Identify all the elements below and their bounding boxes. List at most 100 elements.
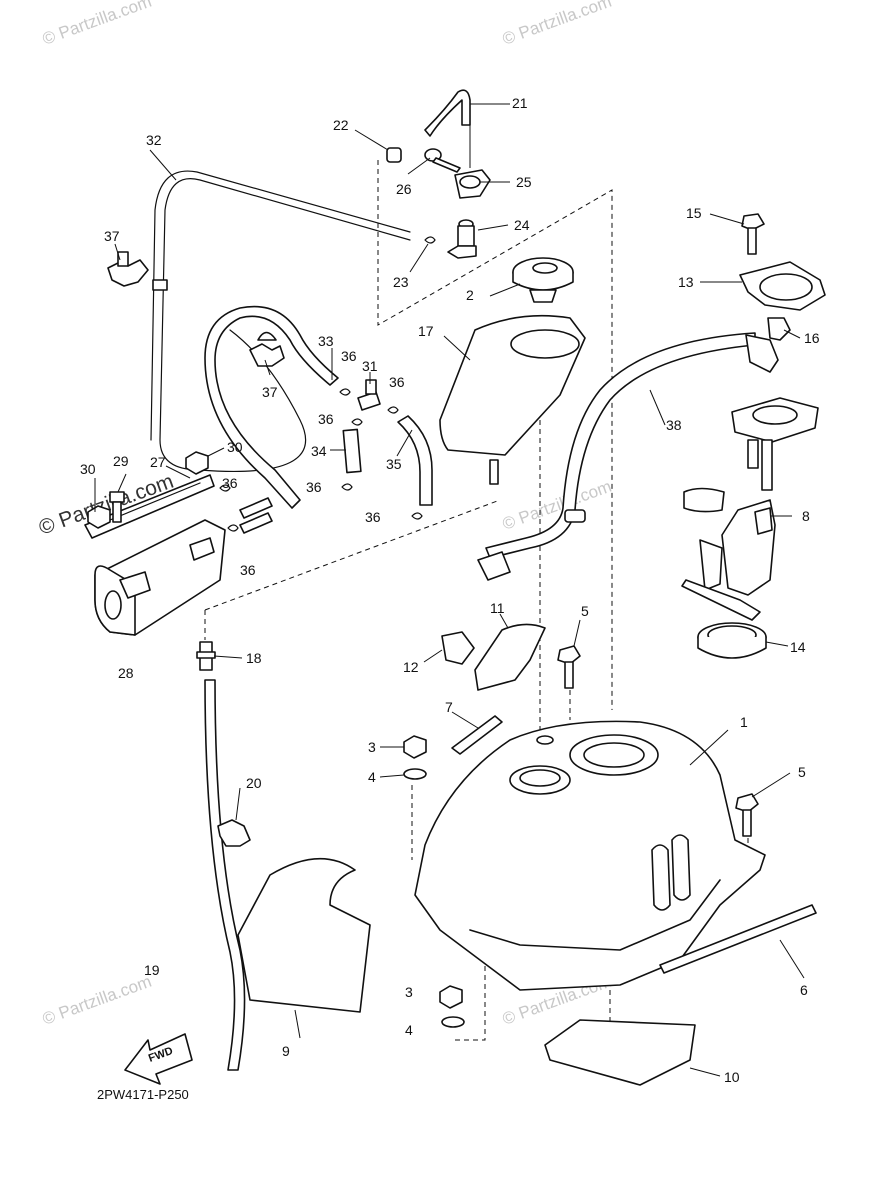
- bolt-29: [109, 491, 125, 523]
- callout-1: 1: [740, 714, 748, 730]
- callout-23: 23: [393, 274, 409, 290]
- callout-36: 36: [222, 475, 238, 491]
- callout-36: 36: [365, 509, 381, 525]
- vent-hose-32: [159, 178, 411, 473]
- hose-34: [342, 428, 362, 474]
- fitting-18: [196, 641, 216, 671]
- fuel-pump-8: [681, 397, 819, 621]
- strip-6: [659, 904, 817, 974]
- callout-35: 35: [386, 456, 402, 472]
- nut-3-lower: [439, 985, 463, 1009]
- pad-10: [544, 1019, 696, 1086]
- bolt-5-right: [735, 793, 759, 837]
- clip-16: [767, 317, 791, 341]
- callout-26: 26: [396, 181, 412, 197]
- hose-21: [424, 89, 471, 137]
- callout-24: 24: [514, 217, 530, 233]
- valve-24: [447, 219, 477, 259]
- watermark: © Partzilla.com: [40, 0, 154, 49]
- fuel-cap-2: [512, 257, 574, 303]
- leader-lines: [94, 103, 805, 1077]
- callouts: 1 2 3 3 4 4 5 5 6 7 8 9 10 11 12 13 14 1…: [80, 95, 820, 1085]
- callout-32: 32: [146, 132, 162, 148]
- bolt-15: [741, 213, 765, 255]
- callout-9: 9: [282, 1043, 290, 1059]
- callout-3: 3: [368, 739, 376, 755]
- drain-hose-19: [204, 679, 246, 1071]
- callout-34: 34: [311, 443, 327, 459]
- callout-29: 29: [113, 453, 129, 469]
- callout-7: 7: [445, 699, 453, 715]
- callout-18: 18: [246, 650, 262, 666]
- canister-28: [94, 519, 226, 636]
- callout-4: 4: [405, 1022, 413, 1038]
- fuel-hose-38: [477, 332, 779, 581]
- screw-26: [424, 148, 461, 173]
- forward-arrow-icon: FWD: [124, 1033, 193, 1085]
- callout-3: 3: [405, 984, 413, 1000]
- cap-22: [386, 147, 402, 163]
- nut-3-upper: [403, 735, 427, 759]
- callout-15: 15: [686, 205, 702, 221]
- callout-10: 10: [724, 1069, 740, 1085]
- callout-21: 21: [512, 95, 528, 111]
- short-hose: [239, 497, 273, 519]
- watermark: © Partzilla.com: [40, 972, 154, 1029]
- clip-20: [217, 819, 251, 847]
- washer-4-upper: [403, 768, 427, 780]
- watermark: © Partzilla.com: [500, 0, 614, 49]
- clip-37-left: [107, 251, 149, 287]
- callout-11: 11: [490, 600, 505, 616]
- callout-5: 5: [581, 603, 589, 619]
- diagram-code: 2PW4171-P250: [97, 1087, 189, 1102]
- callout-16: 16: [804, 330, 820, 346]
- hose-joint: [152, 279, 168, 291]
- callout-22: 22: [333, 117, 349, 133]
- callout-12: 12: [403, 659, 419, 675]
- fuel-tank-1: [414, 720, 766, 991]
- callout-36: 36: [306, 479, 322, 495]
- callout-33: 33: [318, 333, 334, 349]
- callout-13: 13: [678, 274, 694, 290]
- callout-17: 17: [418, 323, 434, 339]
- bolt-5-upper: [557, 645, 581, 689]
- callout-25: 25: [516, 174, 532, 190]
- callout-19: 19: [144, 962, 160, 978]
- side-cover-9: [237, 857, 371, 1013]
- clip-37-middle: [249, 331, 285, 367]
- callout-14: 14: [790, 639, 806, 655]
- strip-7: [451, 715, 503, 755]
- hose-33: [204, 305, 339, 509]
- callout-30: 30: [80, 461, 96, 477]
- clip-12: [441, 631, 475, 665]
- joint-31: [357, 379, 381, 411]
- callout-36: 36: [341, 348, 357, 364]
- callout-30: 30: [227, 439, 243, 455]
- callout-2: 2: [466, 287, 474, 303]
- nut-30: [87, 451, 209, 529]
- ring-14: [697, 622, 767, 659]
- hose-35: [397, 415, 433, 506]
- tank-cover-17: [439, 314, 586, 485]
- callout-20: 20: [246, 775, 262, 791]
- clip-23: [424, 236, 436, 244]
- short-hose: [239, 512, 273, 534]
- callout-31: 31: [362, 358, 378, 374]
- callout-37: 37: [262, 384, 278, 400]
- holder-25: [454, 169, 491, 199]
- callout-27: 27: [150, 454, 166, 470]
- callout-37: 37: [104, 228, 120, 244]
- panel-11: [474, 623, 546, 691]
- plate-13: [739, 261, 826, 311]
- washer-4-lower: [441, 1016, 465, 1028]
- callout-36: 36: [389, 374, 405, 390]
- callout-28: 28: [118, 665, 134, 681]
- hose-clips-36: [219, 388, 423, 532]
- callout-5: 5: [798, 764, 806, 780]
- callout-36: 36: [240, 562, 256, 578]
- callout-4: 4: [368, 769, 376, 785]
- callout-38: 38: [666, 417, 682, 433]
- callout-8: 8: [802, 508, 810, 524]
- callout-6: 6: [800, 982, 808, 998]
